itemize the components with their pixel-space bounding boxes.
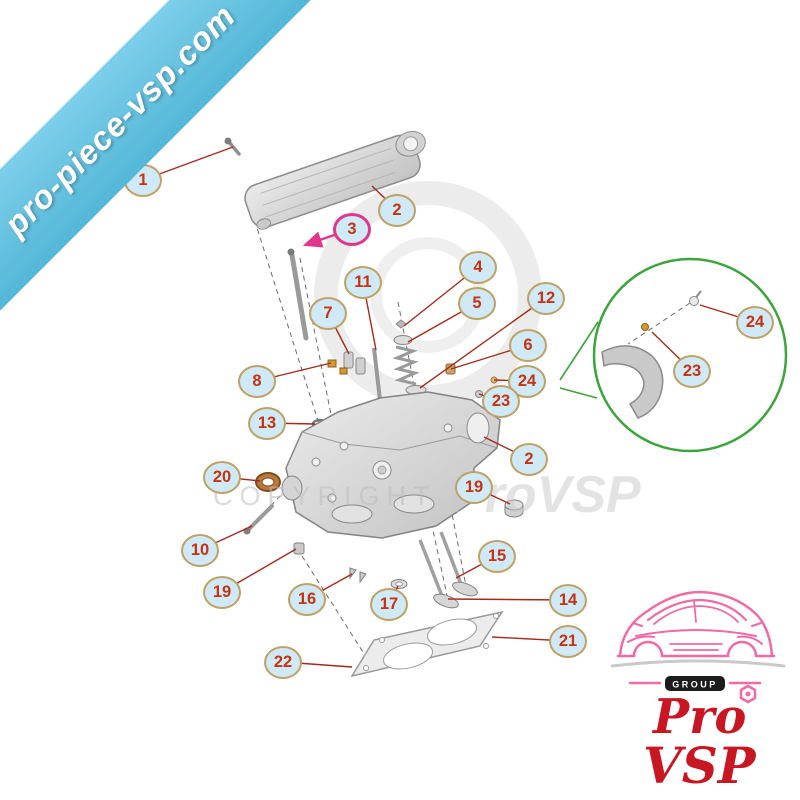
valves — [349, 531, 478, 609]
cover-screw — [224, 137, 241, 156]
callout-16: 16 — [288, 583, 326, 616]
callout-3: 3 — [333, 213, 371, 246]
callout-15: 15 — [478, 540, 516, 573]
cylinder-head — [281, 391, 501, 539]
provsp-logo: GROUP Pro VSP — [610, 590, 786, 795]
bolt-icon — [739, 684, 757, 704]
callout-20: 20 — [203, 461, 241, 494]
logo-brand-top: Pro — [651, 689, 746, 745]
callout-7: 7 — [309, 297, 347, 330]
callout-23-inset: 23 — [673, 355, 711, 388]
callout-8: 8 — [238, 365, 276, 398]
valve-cover — [244, 130, 426, 230]
magnifier-lines — [559, 321, 599, 399]
callout-23-main: 23 — [482, 385, 520, 418]
camshaft-seal — [255, 472, 281, 492]
callout-12: 12 — [527, 282, 565, 315]
group-badge-label: GROUP — [672, 680, 718, 690]
callout-14: 14 — [549, 584, 587, 617]
inset-pin — [689, 290, 702, 306]
callout-10: 10 — [181, 534, 219, 567]
inset-screw — [641, 323, 649, 331]
callout-17: 17 — [370, 588, 408, 621]
callout-2-top: 2 — [378, 194, 416, 227]
group-badge: GROUP — [628, 676, 762, 691]
callout-2-head: 2 — [510, 443, 548, 476]
pushrod — [287, 248, 309, 341]
callout-19-right: 19 — [455, 471, 493, 504]
callout-11: 11 — [344, 266, 382, 299]
car-logo-sketch — [610, 590, 786, 668]
head-gasket — [350, 610, 504, 678]
callout-13: 13 — [248, 407, 286, 440]
callout-22: 22 — [264, 646, 302, 679]
copyright-watermark: COPYRIGHT — [213, 481, 437, 511]
callout-24-inset: 24 — [736, 306, 774, 339]
logo-brand-bottom: VSP — [643, 736, 757, 795]
callout-19-left: 19 — [203, 576, 241, 609]
callout-4: 4 — [459, 251, 497, 284]
callout-21: 21 — [549, 625, 587, 658]
callout-6: 6 — [509, 329, 547, 362]
callout-5: 5 — [458, 287, 496, 320]
